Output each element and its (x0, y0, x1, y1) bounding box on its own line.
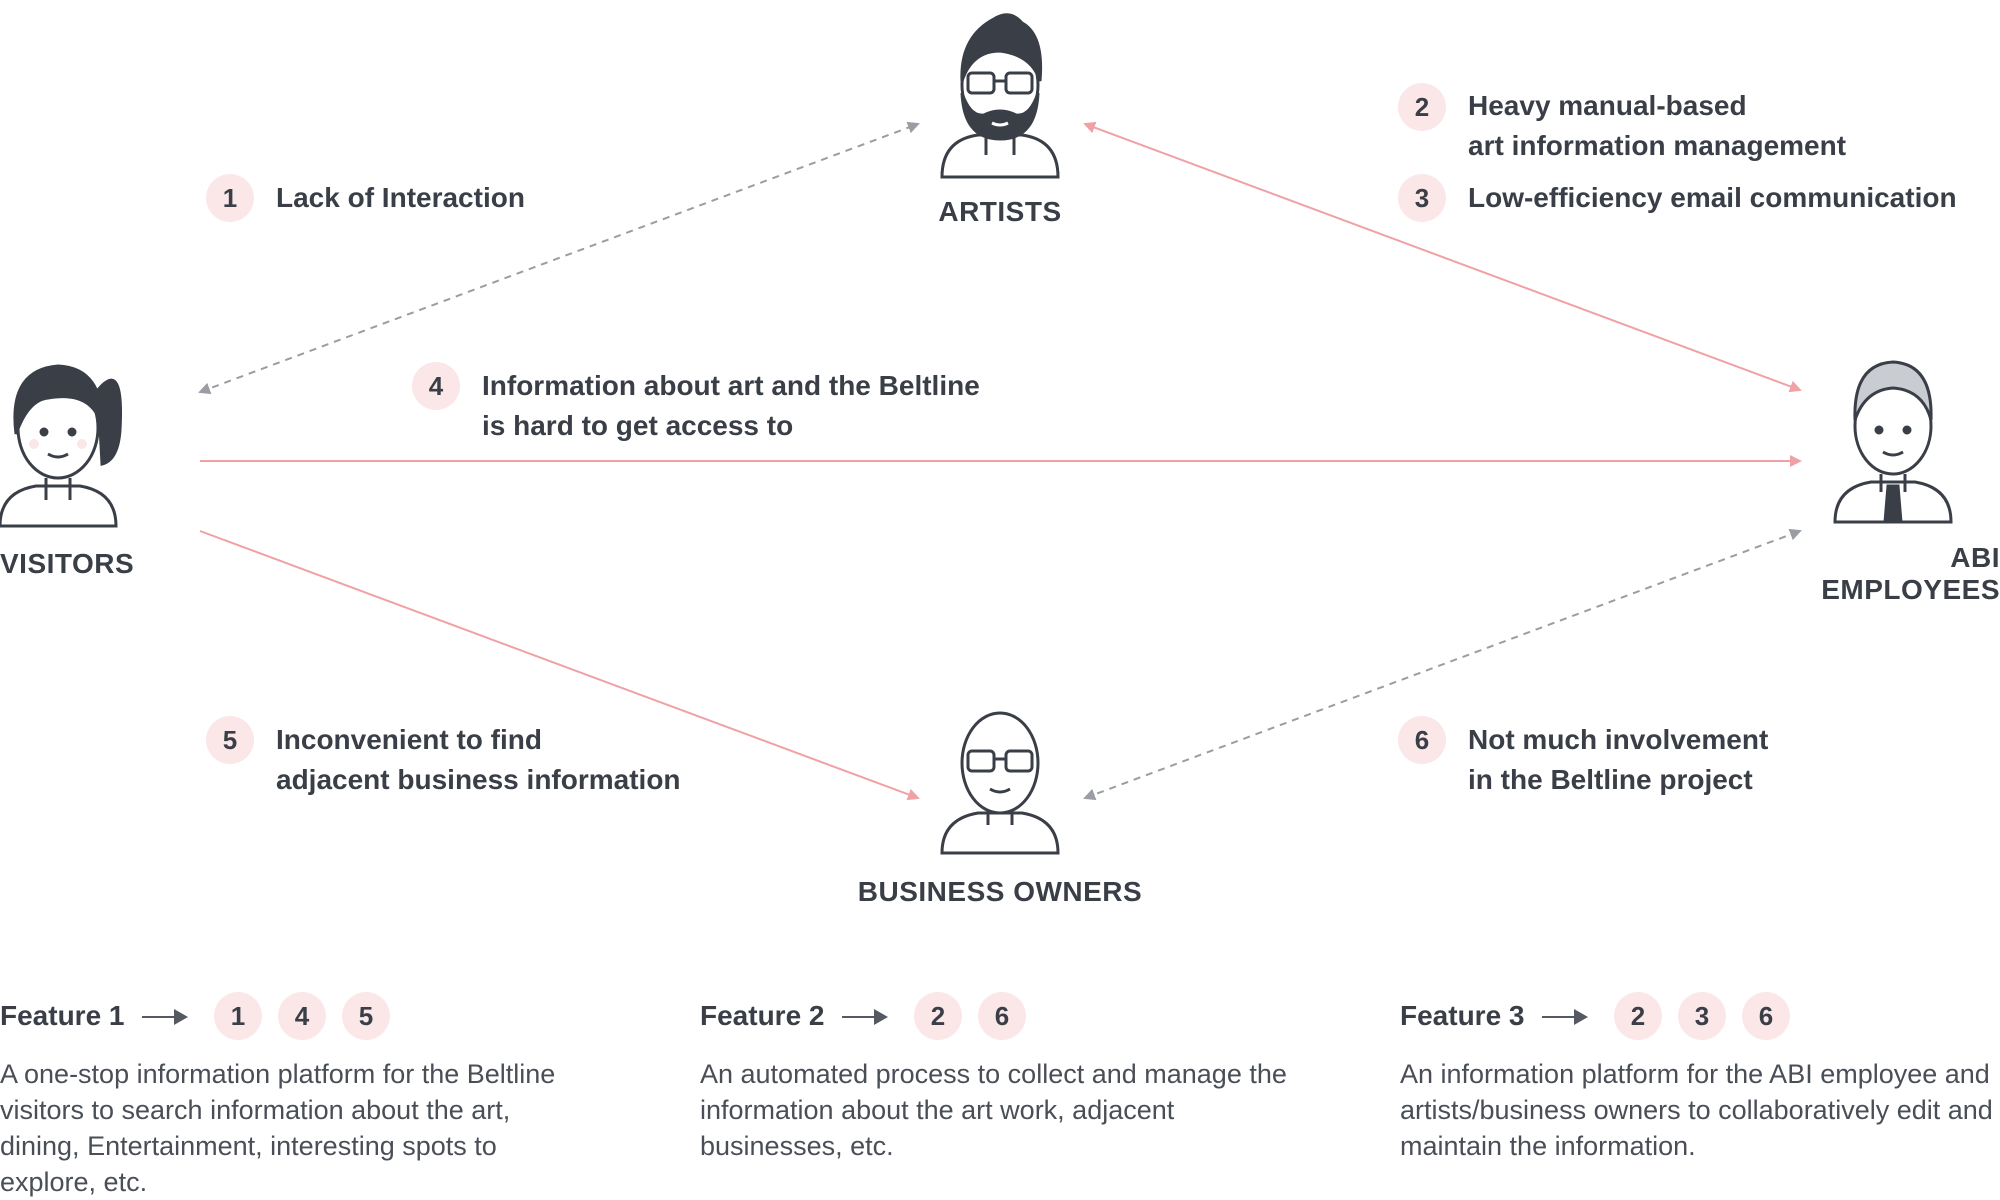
issue-text-1: Lack of Interaction (276, 182, 525, 213)
feature-2-title: Feature 2 (700, 1000, 825, 1031)
feature-2-badge-6: 6 (978, 992, 1026, 1040)
issue-badge-2: 2 (1398, 83, 1446, 131)
issue-badge-4: 4 (412, 362, 460, 410)
feature-1-badge-1: 1 (214, 992, 262, 1040)
feature-3-title: Feature 3 (1400, 1000, 1525, 1031)
feature-3-badge-3: 3 (1678, 992, 1726, 1040)
arrow-right-icon (142, 1009, 188, 1025)
actor-label-visitors: VISITORS (0, 548, 135, 579)
issue-text-6: Not much involvement in the Beltline pro… (1468, 724, 1769, 795)
issue-badge-6: 6 (1398, 716, 1446, 764)
feature-1-badge-5: 5 (342, 992, 390, 1040)
arrow-right-icon (842, 1009, 888, 1025)
feature-3-badge-2: 2 (1614, 992, 1662, 1040)
edge-visitors-artists (198, 121, 920, 395)
bald-man-glasses-icon (940, 711, 1060, 855)
issue-text-3: Low-efficiency email communication (1468, 182, 1957, 213)
actor-label-abi-employees: ABI EMPLOYEES (1821, 542, 2000, 605)
feature-2-badge-2: 2 (914, 992, 962, 1040)
edge-business-abi (1083, 528, 1802, 801)
feature-2-description: An automated process to collect and mana… (700, 1059, 1287, 1161)
issue-badge-1: 1 (206, 174, 254, 222)
issue-text-2: Heavy manual-based art information manag… (1468, 90, 1847, 161)
issue-text-4: Information about art and the Beltline i… (482, 370, 980, 441)
issue-badge-3: 3 (1398, 174, 1446, 222)
feature-1-badge-4: 4 (278, 992, 326, 1040)
edge-artists-abi (1083, 121, 1802, 393)
man-with-tie-icon (1833, 360, 1953, 524)
feature-3-description: An information platform for the ABI empl… (1400, 1059, 1993, 1161)
feature-1-description: A one-stop information platform for the … (0, 1059, 556, 1197)
feature-3-badge-6: 6 (1742, 992, 1790, 1040)
feature-1-title: Feature 1 (0, 1000, 125, 1031)
actor-label-business-owners: BUSINESS OWNERS (857, 876, 1143, 907)
bearded-man-icon (940, 13, 1060, 179)
issue-text-5: Inconvenient to find adjacent business i… (276, 724, 681, 795)
arrow-right-icon (1542, 1009, 1588, 1025)
woman-ponytail-icon (0, 364, 122, 528)
edge-visitors-business (199, 530, 920, 801)
issue-badge-5: 5 (206, 716, 254, 764)
actor-label-artists: ARTISTS (938, 196, 1062, 227)
